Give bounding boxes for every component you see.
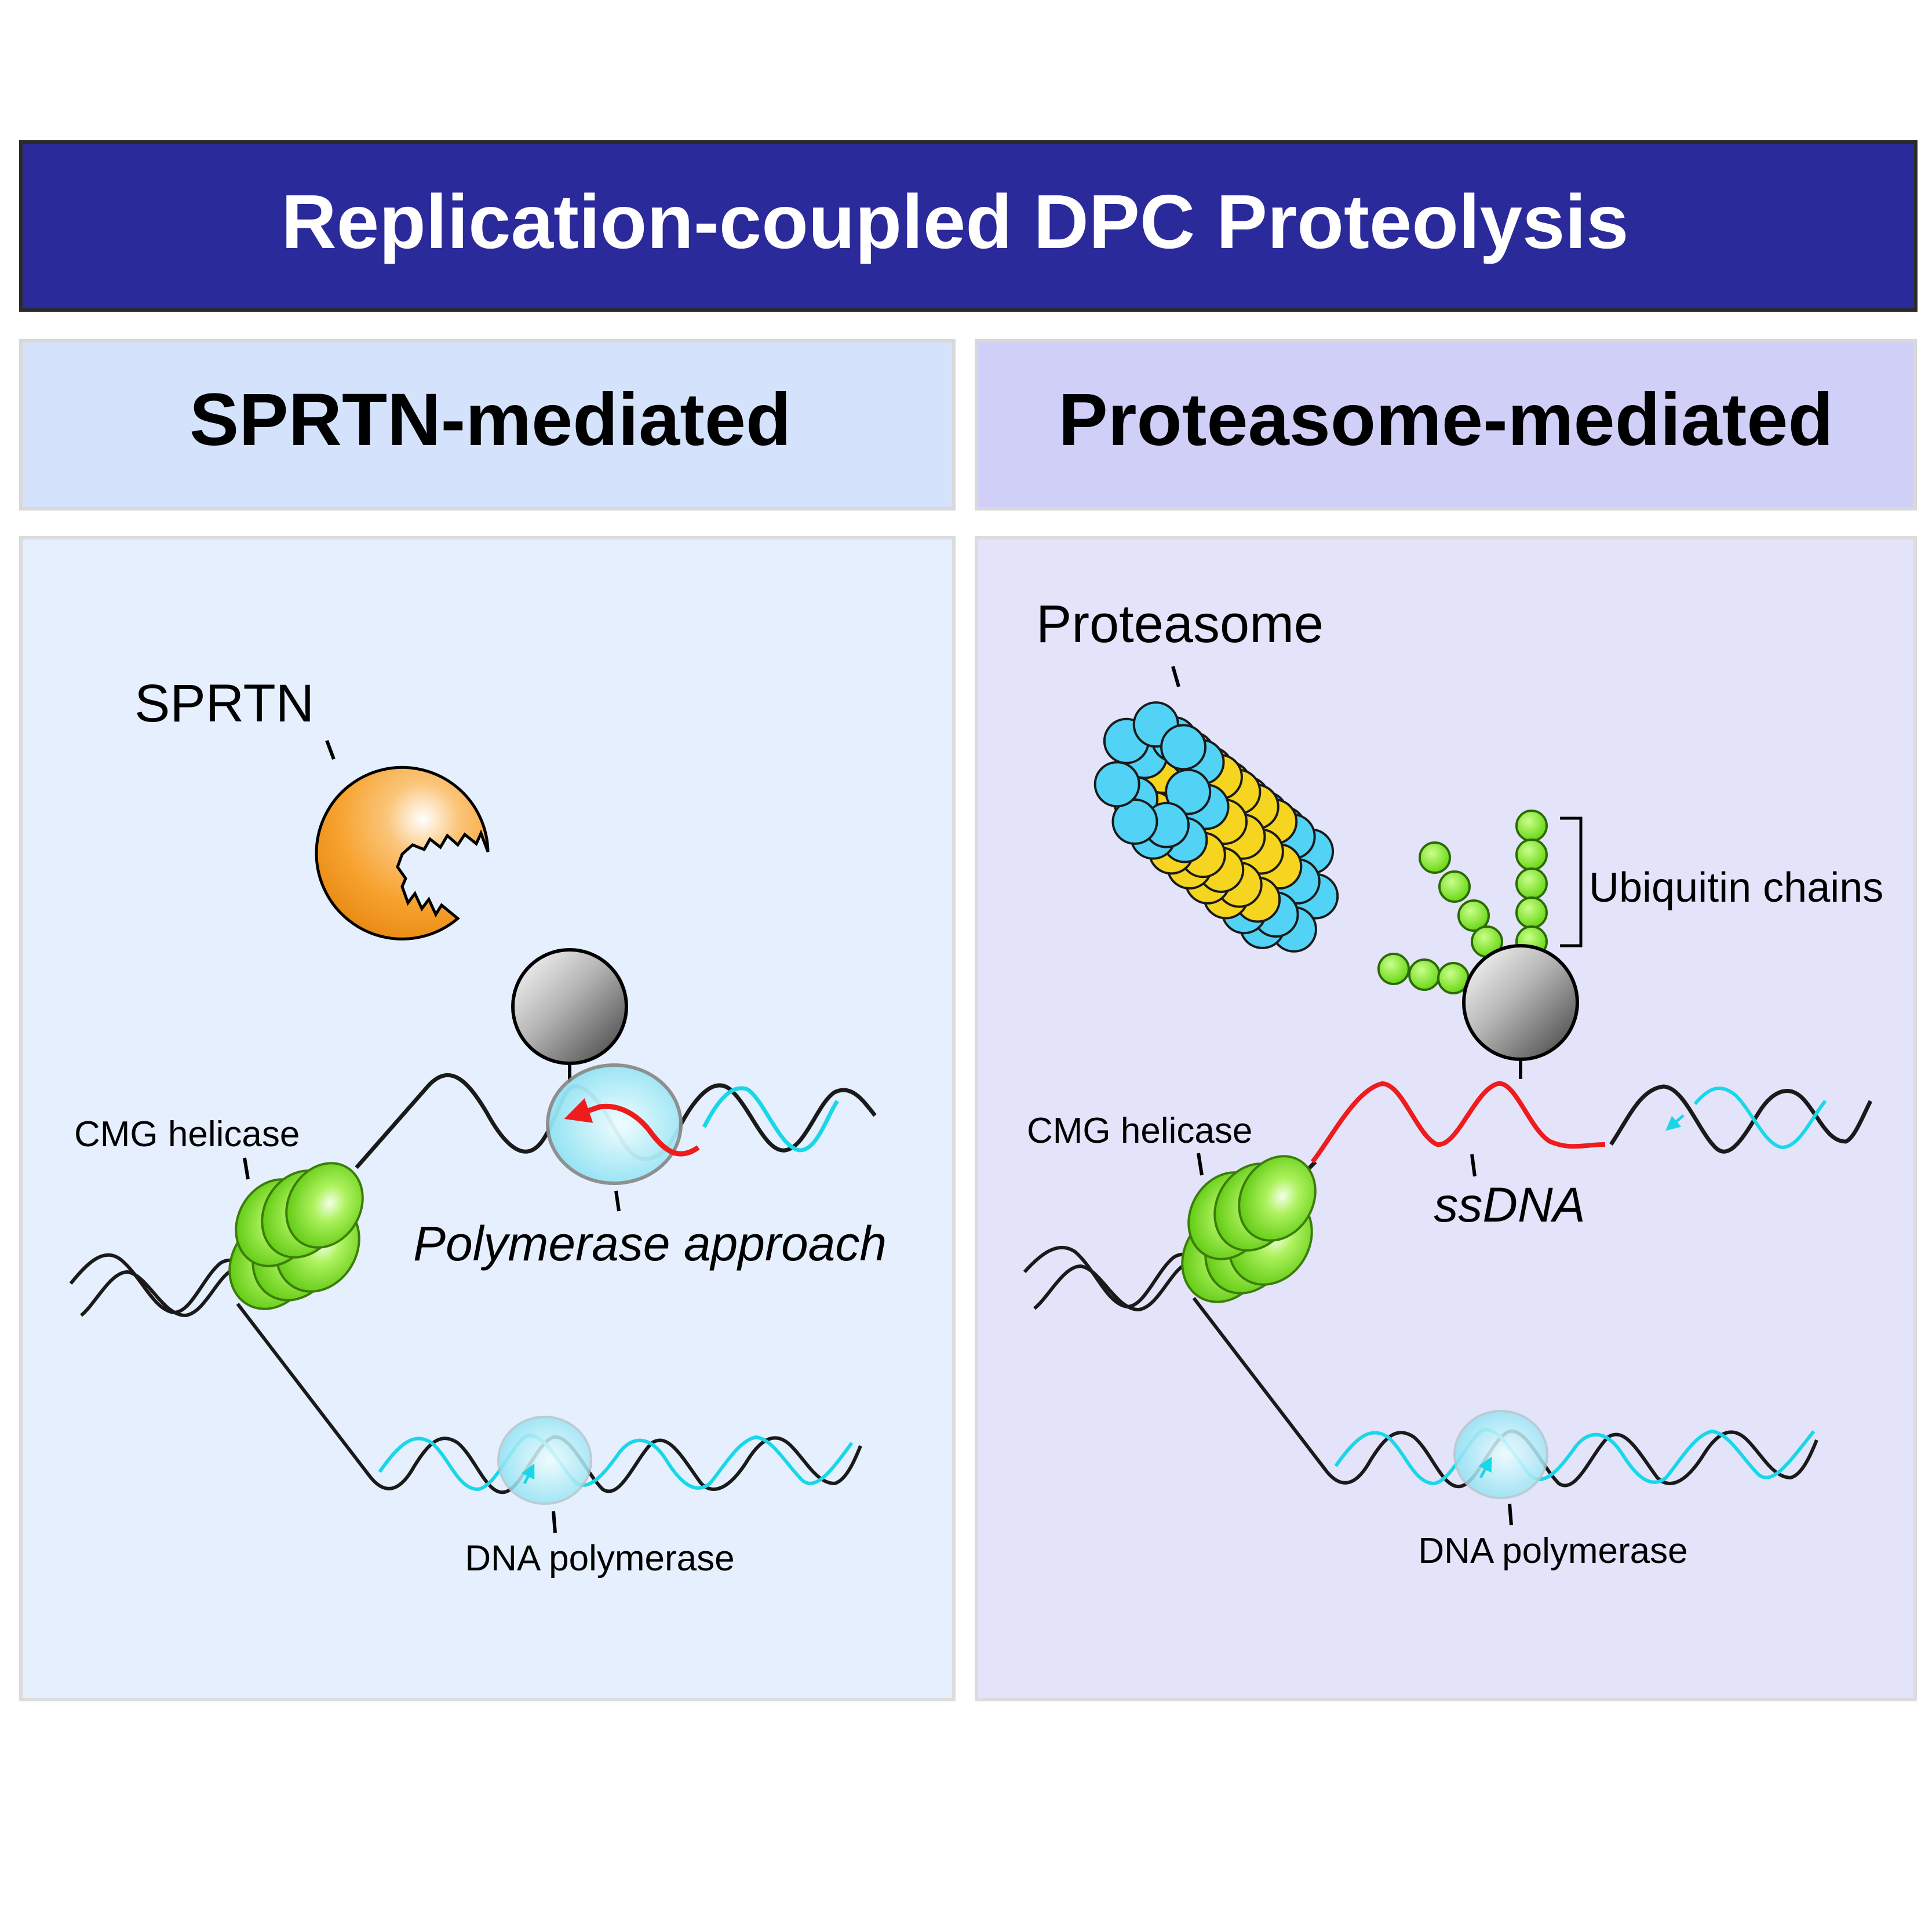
ubiquitin-unit (1379, 954, 1409, 984)
polymerase-approach-label: Polymerase approach (413, 1216, 887, 1271)
cmg-helicase-label-right: CMG helicase (1027, 1111, 1252, 1151)
cmg-helicase-label-left: CMG helicase (74, 1114, 300, 1154)
dna-polymerase-label-right: DNA polymerase (1418, 1531, 1687, 1571)
ubiquitin-unit (1420, 843, 1450, 873)
dpc-protein-left (513, 950, 626, 1063)
proteasome-subunit (1095, 762, 1139, 806)
ubiquitin-unit (1517, 840, 1547, 870)
ubiquitin-chains-label: Ubiquitin chains (1589, 865, 1883, 911)
ubiquitin-unit (1439, 872, 1470, 902)
right-panel-title: Proteasome-mediated (1058, 378, 1833, 461)
proteasome-label: Proteasome (1036, 595, 1324, 654)
page-title: Replication-coupled DPC Proteolysis (281, 179, 1628, 264)
left-panel-title: SPRTN-mediated (189, 378, 791, 461)
ubiquitin-unit (1517, 898, 1547, 928)
proteasome-subunit (1161, 725, 1205, 769)
dna-polymerase-leader-left (553, 1511, 555, 1533)
ubiquitin-unit (1517, 811, 1547, 841)
ubiquitin-unit (1517, 869, 1547, 899)
left-panel-header: SPRTN-mediated (21, 341, 954, 509)
title-bar: Replication-coupled DPC Proteolysis (21, 142, 1916, 310)
dna-polymerase-label-left: DNA polymerase (465, 1539, 734, 1579)
dna-polymerase-right (1455, 1411, 1547, 1498)
dna-polymerase-left (498, 1417, 591, 1504)
ubiquitin-unit (1409, 960, 1439, 990)
ssdna-label: ssDNA (1434, 1178, 1585, 1232)
right-panel-header: Proteasome-mediated (976, 341, 1915, 509)
dpc-protein-right (1464, 946, 1577, 1059)
dna-polymerase-leader-right (1510, 1504, 1511, 1525)
sprtn-label: SPRTN (134, 674, 314, 733)
polymerase-approaching (548, 1065, 681, 1183)
